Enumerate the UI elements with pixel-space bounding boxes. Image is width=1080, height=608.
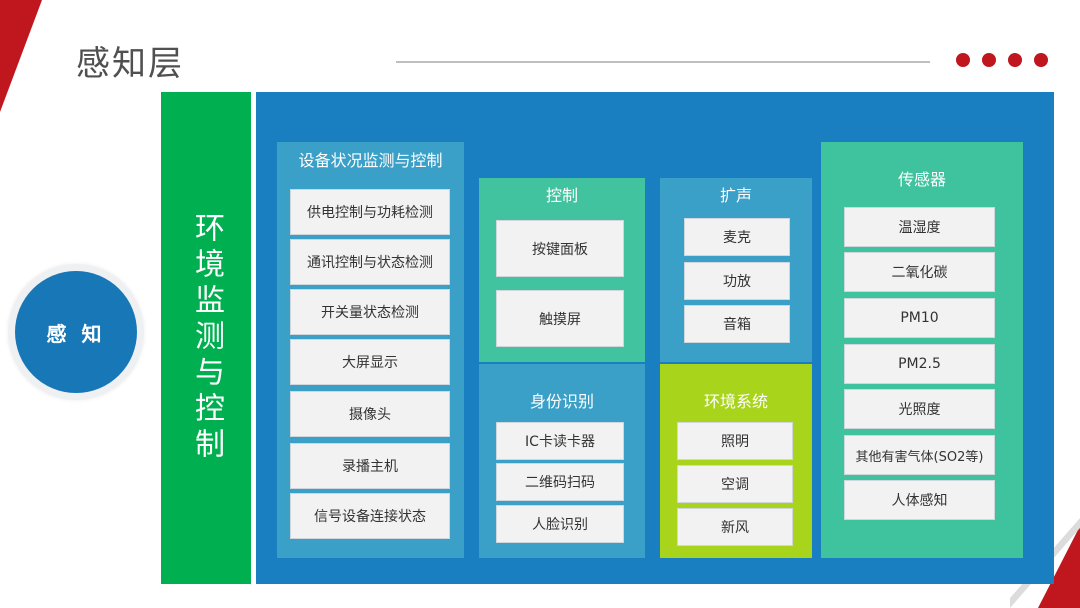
perception-circle: 感 知	[15, 271, 137, 393]
item-box: 空调	[677, 465, 793, 503]
item-box: 照明	[677, 422, 793, 460]
item-box: 音箱	[684, 305, 790, 343]
section-title: 环境系统	[703, 392, 768, 411]
dot-decoration	[1034, 53, 1048, 67]
dot-decoration	[982, 53, 996, 67]
section-title: 设备状况监测与控制	[298, 151, 443, 170]
item-box: 信号设备连接状态	[290, 493, 450, 539]
corner-decoration-top-left	[0, 0, 48, 112]
item-box: IC卡读卡器	[496, 422, 624, 460]
item-box: 温湿度	[844, 207, 995, 247]
section-environment: 环境系统 照明 空调 新风	[660, 364, 812, 558]
item-box: 人体感知	[844, 480, 995, 520]
dot-decoration	[956, 53, 970, 67]
item-box: 其他有害气体(SO2等)	[844, 435, 995, 475]
item-box: PM2.5	[844, 344, 995, 384]
item-box: 按键面板	[496, 220, 624, 277]
section-device-monitoring: 设备状况监测与控制 供电控制与功耗检测 通讯控制与状态检测 开关量状态检测 大屏…	[277, 142, 464, 558]
main-panel: 设备状况监测与控制 供电控制与功耗检测 通讯控制与状态检测 开关量状态检测 大屏…	[256, 92, 1054, 584]
circle-label: 感 知	[46, 321, 106, 346]
item-box: 摄像头	[290, 391, 450, 437]
item-box: 新风	[677, 508, 793, 546]
item-box: 光照度	[844, 389, 995, 429]
title-divider	[396, 61, 930, 63]
item-box: PM10	[844, 298, 995, 338]
section-sensors: 传感器 温湿度 二氧化碳 PM10 PM2.5 光照度 其他有害气体(SO2等)…	[821, 142, 1023, 558]
item-box: 供电控制与功耗检测	[290, 189, 450, 235]
section-sound: 扩声 麦克 功放 音箱	[660, 178, 812, 362]
item-box: 开关量状态检测	[290, 289, 450, 335]
page-title: 感知层	[76, 44, 184, 84]
dot-decoration	[1008, 53, 1022, 67]
category-label: 环境监测与控制	[189, 212, 224, 464]
category-bar: 环境监测与控制	[161, 92, 251, 584]
item-box: 人脸识别	[496, 505, 624, 543]
item-box: 大屏显示	[290, 339, 450, 385]
item-box: 二氧化碳	[844, 252, 995, 292]
item-box: 功放	[684, 262, 790, 300]
section-control: 控制 按键面板 触摸屏	[479, 178, 645, 362]
section-title: 扩声	[719, 186, 752, 205]
dots-decoration	[956, 53, 1048, 67]
section-identity: 身份识别 IC卡读卡器 二维码扫码 人脸识别	[479, 364, 645, 558]
section-title: 控制	[545, 186, 578, 205]
section-title: 身份识别	[529, 392, 594, 411]
item-box: 通讯控制与状态检测	[290, 239, 450, 285]
item-box: 触摸屏	[496, 290, 624, 347]
item-box: 二维码扫码	[496, 463, 624, 501]
section-title: 传感器	[897, 170, 946, 189]
item-box: 录播主机	[290, 443, 450, 489]
item-box: 麦克	[684, 218, 790, 256]
